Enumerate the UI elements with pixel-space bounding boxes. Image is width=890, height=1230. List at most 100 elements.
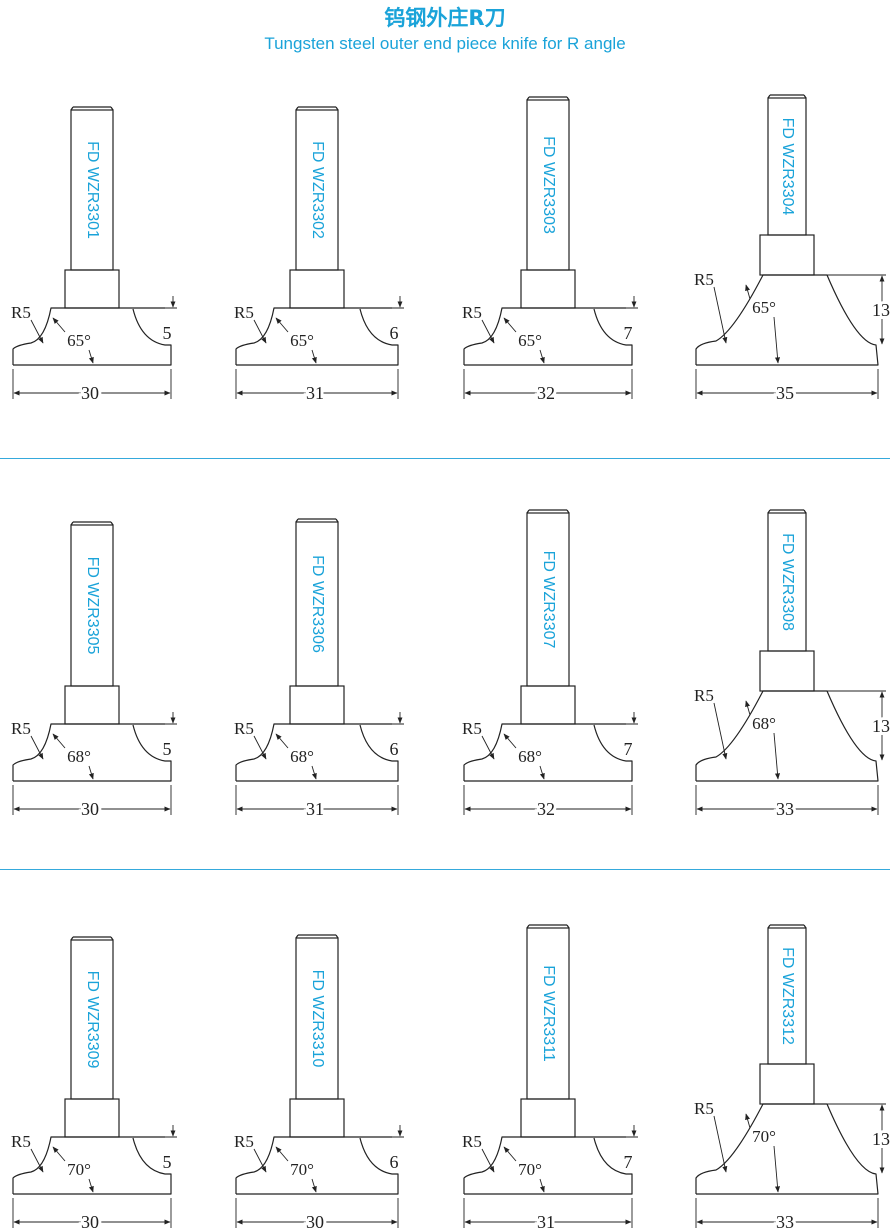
angle-leader bbox=[745, 284, 751, 300]
cutter-profile bbox=[463, 1136, 633, 1195]
angle-label: 70° bbox=[290, 1160, 314, 1179]
cutter-profile bbox=[12, 723, 172, 782]
model-label: FD WZR3311 bbox=[540, 965, 557, 1062]
angle-label: 65° bbox=[518, 331, 542, 350]
shank-chamfer bbox=[767, 924, 771, 929]
cutter-profile bbox=[235, 307, 399, 366]
angle-leader bbox=[52, 1146, 66, 1162]
collar bbox=[64, 1098, 120, 1138]
height-value: 13 bbox=[872, 1129, 890, 1149]
shank-chamfer bbox=[526, 509, 530, 514]
angle-leader bbox=[52, 317, 66, 333]
angle-label: 70° bbox=[518, 1160, 542, 1179]
angle-leader bbox=[745, 1113, 751, 1129]
shank-chamfer bbox=[70, 936, 74, 941]
radius-label: R5 bbox=[234, 303, 254, 322]
collar bbox=[520, 269, 576, 309]
angle-leader bbox=[275, 1146, 289, 1162]
model-label: FD WZR3302 bbox=[309, 141, 326, 239]
shank-chamfer bbox=[566, 924, 570, 929]
cutter-profile bbox=[695, 690, 879, 782]
radius-leader bbox=[253, 735, 267, 760]
collar bbox=[64, 685, 120, 725]
radius-label: R5 bbox=[234, 1132, 254, 1151]
collar bbox=[759, 650, 815, 692]
collar bbox=[520, 685, 576, 725]
height-value: 13 bbox=[872, 300, 890, 320]
angle-label: 65° bbox=[752, 298, 776, 317]
model-label: FD WZR3307 bbox=[540, 551, 557, 649]
model-label: FD WZR3303 bbox=[540, 136, 557, 234]
model-label: FD WZR3301 bbox=[84, 141, 101, 239]
shank-chamfer bbox=[70, 521, 74, 526]
row-divider bbox=[0, 458, 890, 459]
height-value: 7 bbox=[624, 323, 633, 343]
angle-leader bbox=[773, 732, 781, 780]
angle-leader bbox=[311, 1178, 317, 1193]
height-value: 6 bbox=[390, 739, 399, 759]
radius-leader bbox=[253, 1148, 267, 1173]
radius-leader bbox=[30, 1148, 44, 1173]
page-subtitle: Tungsten steel outer end piece knife for… bbox=[264, 34, 626, 53]
shank-chamfer bbox=[295, 106, 299, 111]
angle-label: 70° bbox=[752, 1127, 776, 1146]
shank-chamfer bbox=[70, 106, 74, 111]
angle-leader bbox=[539, 1178, 545, 1193]
height-value: 7 bbox=[624, 1152, 633, 1172]
angle-label: 65° bbox=[290, 331, 314, 350]
angle-leader bbox=[52, 733, 66, 749]
radius-label: R5 bbox=[462, 719, 482, 738]
width-value: 30 bbox=[81, 1212, 99, 1230]
radius-label: R5 bbox=[694, 686, 714, 705]
angle-leader bbox=[773, 1145, 781, 1193]
collar bbox=[759, 1063, 815, 1105]
shank-chamfer bbox=[295, 518, 299, 523]
shank-chamfer bbox=[335, 518, 339, 523]
radius-leader bbox=[481, 735, 495, 760]
angle-label: 68° bbox=[290, 747, 314, 766]
shank-chamfer bbox=[803, 94, 807, 99]
width-value: 31 bbox=[537, 1212, 555, 1230]
angle-label: 68° bbox=[752, 714, 776, 733]
radius-label: R5 bbox=[694, 1099, 714, 1118]
angle-leader bbox=[503, 317, 517, 333]
radius-leader bbox=[713, 286, 728, 344]
height-value: 5 bbox=[163, 1152, 172, 1172]
radius-label: R5 bbox=[11, 719, 31, 738]
radius-leader bbox=[713, 702, 728, 760]
angle-leader bbox=[745, 700, 751, 716]
angle-leader bbox=[88, 765, 94, 780]
angle-leader bbox=[503, 1146, 517, 1162]
page-title: 钨钢外庄R刀 bbox=[384, 6, 506, 30]
angle-label: 65° bbox=[67, 331, 91, 350]
radius-label: R5 bbox=[11, 303, 31, 322]
cutter-profile bbox=[695, 274, 879, 366]
radius-leader bbox=[481, 1148, 495, 1173]
width-value: 33 bbox=[776, 799, 794, 819]
collar bbox=[64, 269, 120, 309]
shank-chamfer bbox=[526, 96, 530, 101]
collar bbox=[759, 234, 815, 276]
shank-chamfer bbox=[566, 96, 570, 101]
angle-leader bbox=[311, 349, 317, 364]
cutter-profile bbox=[235, 1136, 399, 1195]
shank-chamfer bbox=[526, 924, 530, 929]
model-label: FD WZR3304 bbox=[779, 118, 796, 216]
angle-leader bbox=[311, 765, 317, 780]
height-value: 13 bbox=[872, 716, 890, 736]
model-label: FD WZR3309 bbox=[84, 971, 101, 1069]
width-value: 31 bbox=[306, 799, 324, 819]
angle-leader bbox=[88, 349, 94, 364]
model-label: FD WZR3305 bbox=[84, 557, 101, 655]
